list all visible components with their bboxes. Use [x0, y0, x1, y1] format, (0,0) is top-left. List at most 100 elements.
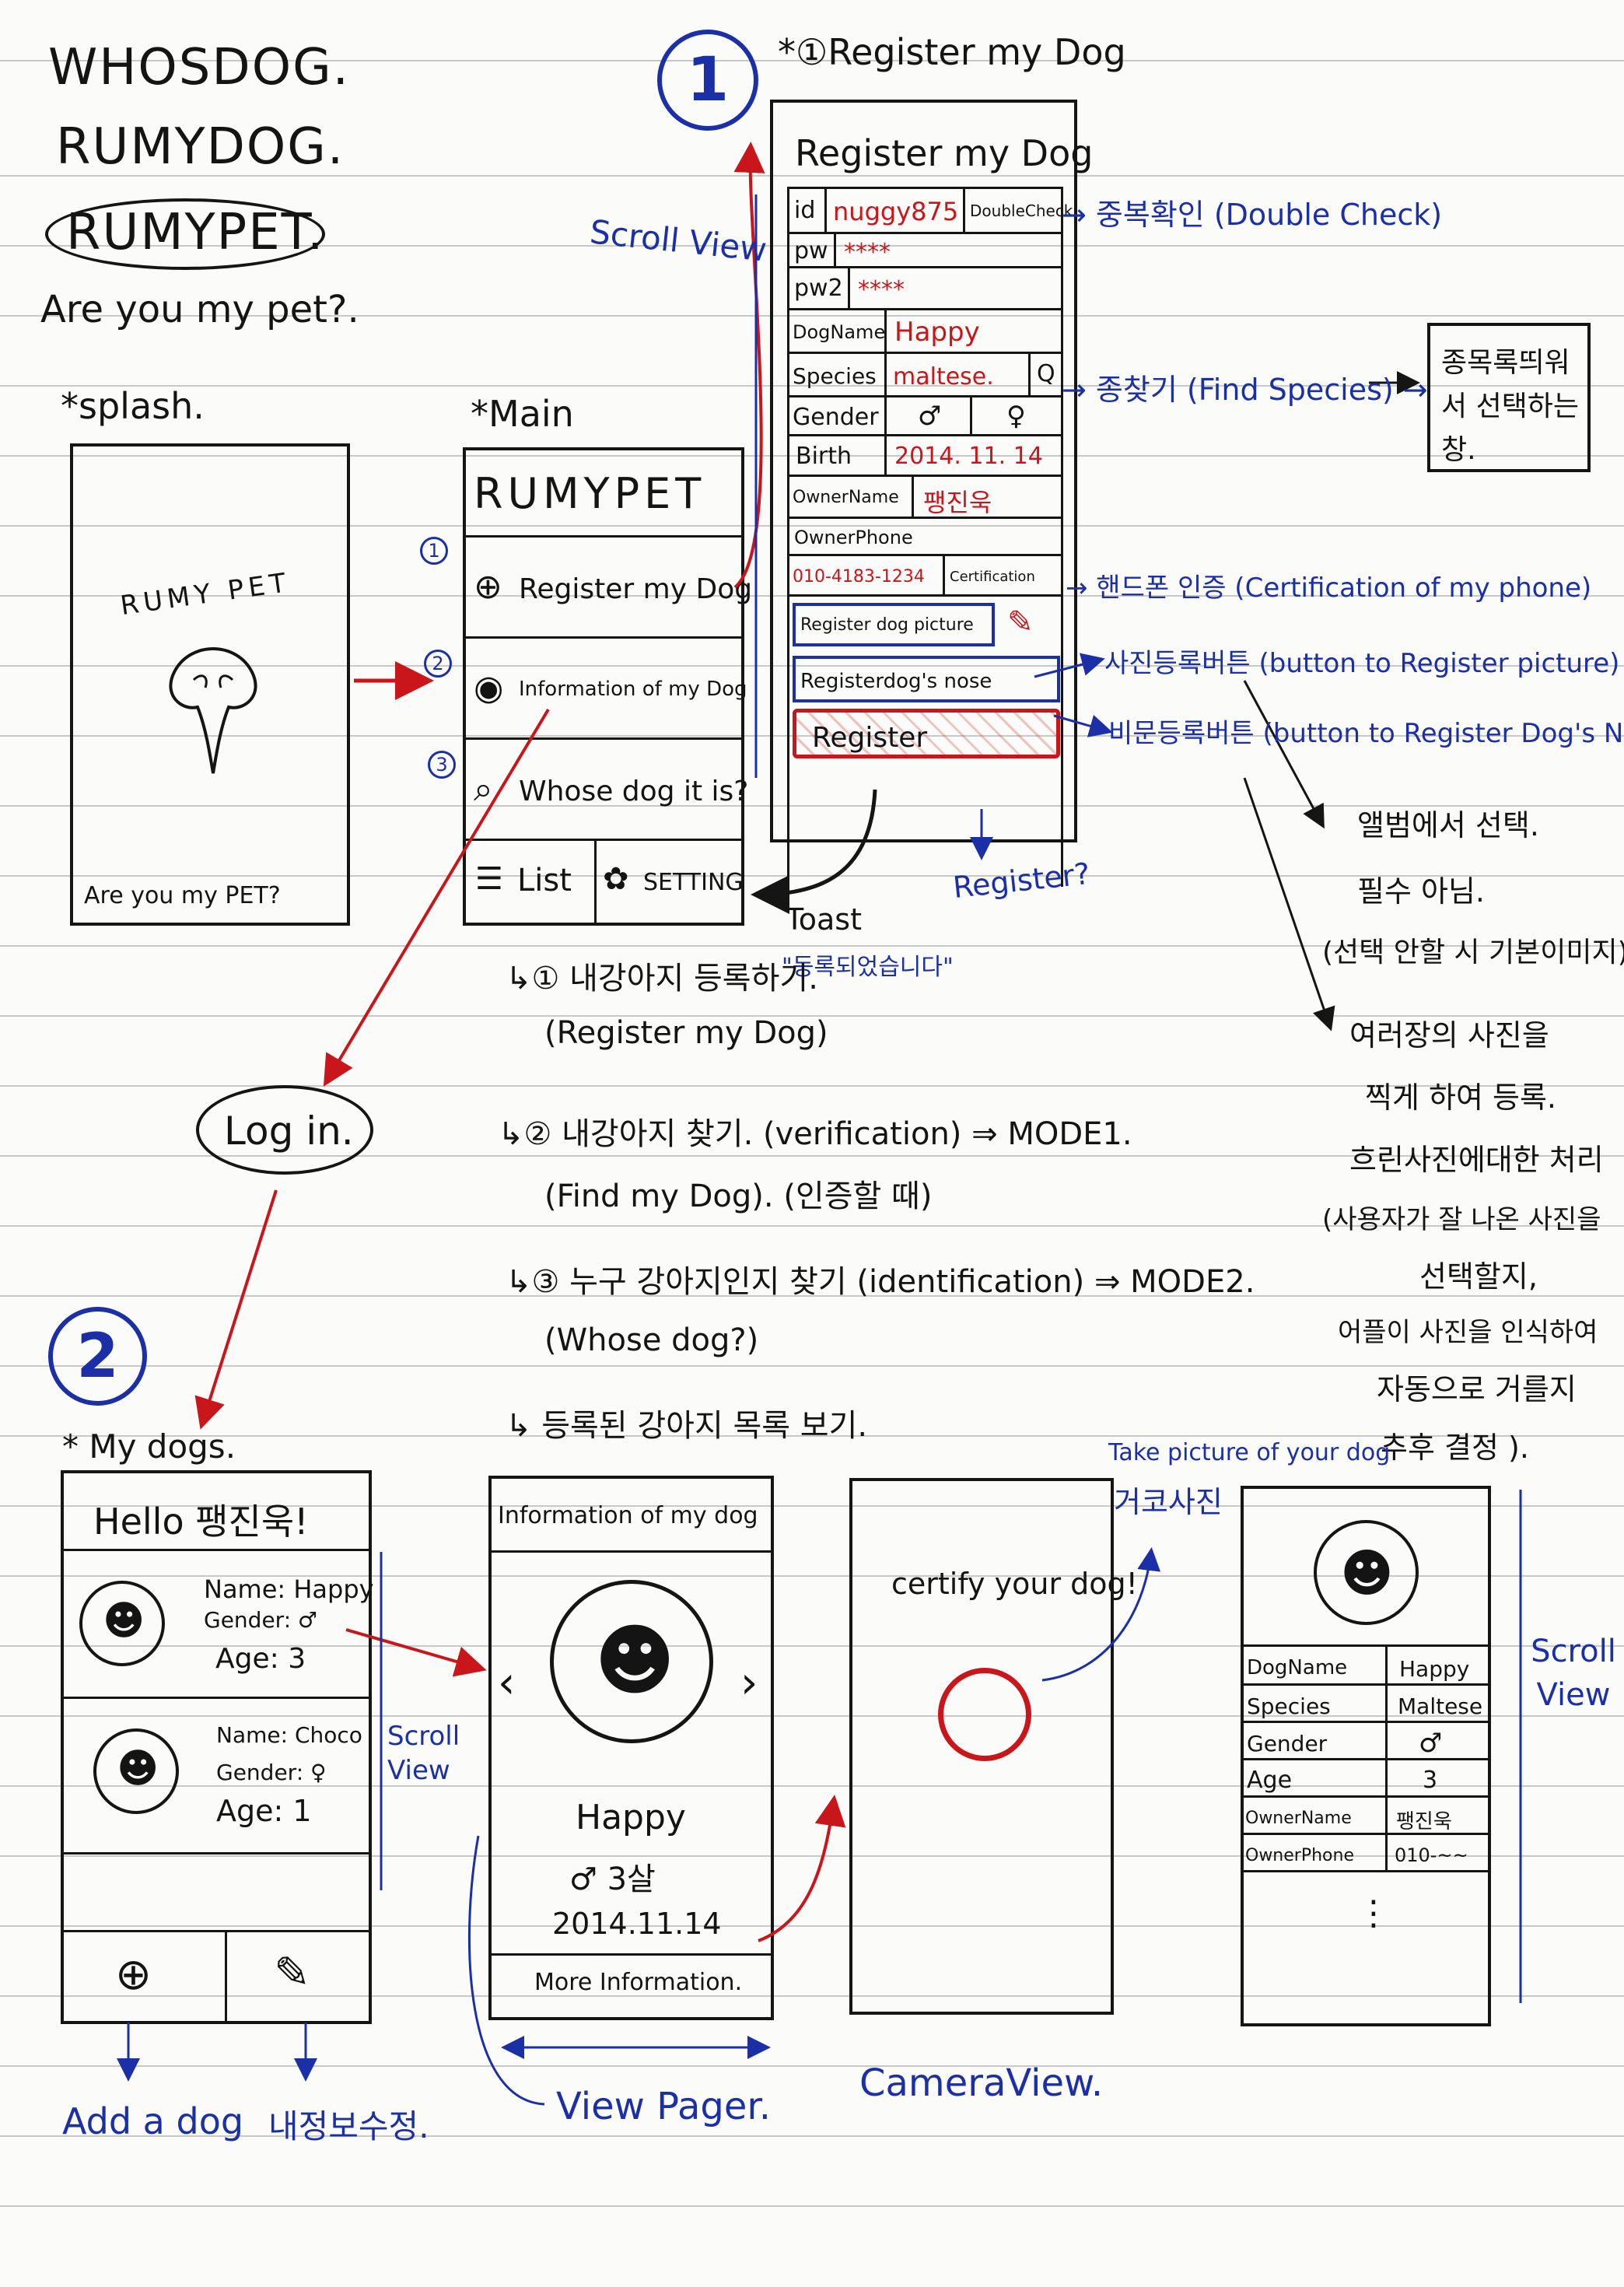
album-note-3: (선택 안할 시 기본이미지) — [1322, 937, 1624, 968]
dog-list-item[interactable]: ☻ Name: Happy Gender: ♂ Age: 3 — [64, 1551, 374, 1699]
more-information-link[interactable]: More Information. — [534, 1969, 743, 1996]
dog-age: Age: 3 — [215, 1643, 306, 1675]
id-input[interactable]: nuggy875 — [827, 189, 965, 232]
add-dog-button[interactable]: ⊕ — [64, 1932, 227, 2024]
detail-label: OwnerPhone — [1245, 1846, 1354, 1865]
main-header: RUMYPET — [466, 450, 741, 538]
dog-face-icon: ☻ — [594, 1615, 676, 1706]
dog-nose-logo-icon — [169, 647, 257, 774]
splash-screen: RUMY PET Are you my PET? — [70, 443, 350, 926]
double-check-annotation: → 중복확인 (Double Check) — [1062, 198, 1443, 232]
species-input[interactable]: maltese. — [887, 354, 1031, 395]
dog-icon: ◉ — [474, 668, 504, 708]
ownerphone-label: OwnerPhone — [794, 527, 913, 548]
more-rows-ellipsis: ⋮ — [1356, 1893, 1391, 1933]
dogname-label: DogName — [793, 321, 886, 343]
menu-whose-dog[interactable]: ⌕ Whose dog it is? — [466, 740, 748, 841]
main-bottom-bar: ☰ List ✿ SETTING — [466, 841, 744, 923]
pw2-input[interactable]: **** — [850, 268, 1061, 308]
menu-register-label: Register my Dog — [519, 573, 753, 605]
list-button[interactable]: ☰ List — [466, 841, 597, 923]
note-3: ↳③ 누구 강아지인지 찾기 (identification) ⇒ MODE2. — [506, 1264, 1255, 1300]
detail-label: Gender — [1247, 1731, 1328, 1756]
album-note-2: 필수 아님. — [1357, 874, 1485, 909]
list-label: List — [517, 863, 572, 898]
detail-value: 3 — [1423, 1767, 1438, 1794]
ownername-value: 팽진욱 — [923, 488, 992, 517]
edit-info-caption: 내정보수정. — [268, 2107, 429, 2145]
edit-profile-button[interactable]: ✎ — [227, 1932, 369, 2024]
register-button[interactable]: Register — [793, 709, 1060, 758]
detail-row-age: Age 3 — [1244, 1760, 1488, 1798]
dog-face-icon: ☻ — [117, 1746, 159, 1792]
find-species-button[interactable]: Q — [1031, 354, 1063, 395]
pw2-row: pw2 **** — [789, 268, 1061, 310]
mydogs-screen: Hello 팽진욱! ☻ Name: Happy Gender: ♂ Age: … — [61, 1470, 374, 2024]
login-label: Log in. — [224, 1108, 354, 1154]
detail-row-ownername: OwnerName 팽진욱 — [1244, 1798, 1488, 1835]
view-pager-caption: View Pager. — [556, 2085, 771, 2128]
birth-label: Birth — [796, 443, 852, 470]
main-item-num-3: 3 — [428, 751, 456, 779]
camera-title: certify your dog! — [891, 1567, 1138, 1601]
dog-avatar-choco: ☻ — [93, 1728, 179, 1814]
gender-female-option[interactable]: ♀ — [972, 398, 1063, 434]
splash-label: *splash. — [61, 385, 205, 427]
register-dog-nose-button[interactable]: Registerdog's nose — [793, 656, 1060, 702]
pw-input[interactable]: **** — [836, 234, 1061, 266]
detail-value: ♂ — [1419, 1728, 1443, 1759]
dogname-input[interactable]: Happy — [887, 310, 1061, 352]
detail-value: 팽진욱 — [1396, 1810, 1452, 1833]
setting-button[interactable]: ✿ SETTING — [597, 841, 744, 923]
detail-screen: ☻ DogName Happy Species Maltese Gender ♂… — [1241, 1486, 1491, 2026]
camera-shutter-button[interactable] — [938, 1668, 1031, 1761]
double-check-label: DoubleCheck — [970, 201, 1073, 220]
certification-label: Certification — [950, 569, 1035, 585]
add-dog-caption: Add a dog — [62, 2100, 244, 2142]
dog-face-icon: ☻ — [1340, 1543, 1394, 1603]
double-check-button[interactable]: DoubleCheck — [965, 189, 1073, 232]
nose-note-1: 여러장의 사진을 — [1349, 1018, 1549, 1052]
gender-label: Gender — [793, 404, 879, 431]
main-screen: RUMYPET ⊕ Register my Dog ◉ Information … — [463, 447, 752, 926]
detail-table: DogName Happy Species Maltese Gender ♂ A… — [1244, 1644, 1488, 1886]
pager-prev-icon[interactable]: ‹ — [498, 1658, 516, 1708]
info-dog-name: Happy — [576, 1798, 686, 1837]
pw2-value: **** — [858, 276, 905, 303]
note-1-sub: (Register my Dog) — [544, 1015, 828, 1051]
pencil-icon: ✎ — [274, 1948, 310, 1998]
species-label: Species — [793, 363, 877, 389]
menu-register-my-dog[interactable]: ⊕ Register my Dog — [466, 538, 752, 639]
birth-input[interactable]: 2014. 11. 14 — [887, 436, 1061, 475]
pager-next-icon[interactable]: › — [740, 1658, 758, 1708]
section-number-2: 2 — [48, 1307, 147, 1406]
ownername-input[interactable]: 팽진욱 — [914, 477, 1061, 517]
certification-button[interactable]: Certification — [945, 556, 1063, 594]
menu-info-label: Information of my Dog — [519, 678, 747, 701]
pw2-label: pw2 — [794, 275, 843, 302]
mydogs-label: * My dogs. — [62, 1427, 236, 1466]
ownerphone-input[interactable]: 010-4183-1234 — [789, 556, 945, 594]
gender-male-option[interactable]: ♂ — [887, 398, 972, 434]
title-whosdog: WHOSDOG. — [48, 39, 350, 96]
ownerphone-value-row: 010-4183-1234 Certification — [789, 556, 1061, 597]
plus-icon: ⊕ — [474, 567, 502, 607]
id-label: id — [794, 197, 816, 224]
dog-face-icon: ☻ — [103, 1598, 145, 1644]
nose-photo-caption: 거코사진 — [1114, 1485, 1223, 1519]
menu-whose-label: Whose dog it is? — [519, 776, 749, 807]
splash-logo-text: RUMY PET — [118, 566, 292, 622]
menu-information-of-my-dog[interactable]: ◉ Information of my Dog — [466, 639, 747, 740]
id-value: nuggy875 — [833, 197, 959, 226]
register-form: id nuggy875 DoubleCheck pw **** pw2 ****… — [787, 187, 1073, 887]
note-4: ↳ 등록된 강아지 목록 보기. — [506, 1408, 868, 1444]
setting-label: SETTING — [643, 869, 744, 896]
splash-footer: Are you my PET? — [84, 882, 281, 909]
detail-label: Age — [1247, 1767, 1293, 1794]
list-icon: ☰ — [475, 861, 503, 897]
info-header: Information of my dog — [492, 1479, 771, 1553]
dog-list-item[interactable]: ☻ Name: Choco Gender: ♀ Age: 1 — [64, 1699, 369, 1854]
register-dog-picture-button[interactable]: Register dog picture — [793, 603, 995, 646]
nose-note-5: 선택할지, — [1419, 1259, 1538, 1294]
detail-row-dogname: DogName Happy — [1244, 1647, 1488, 1686]
